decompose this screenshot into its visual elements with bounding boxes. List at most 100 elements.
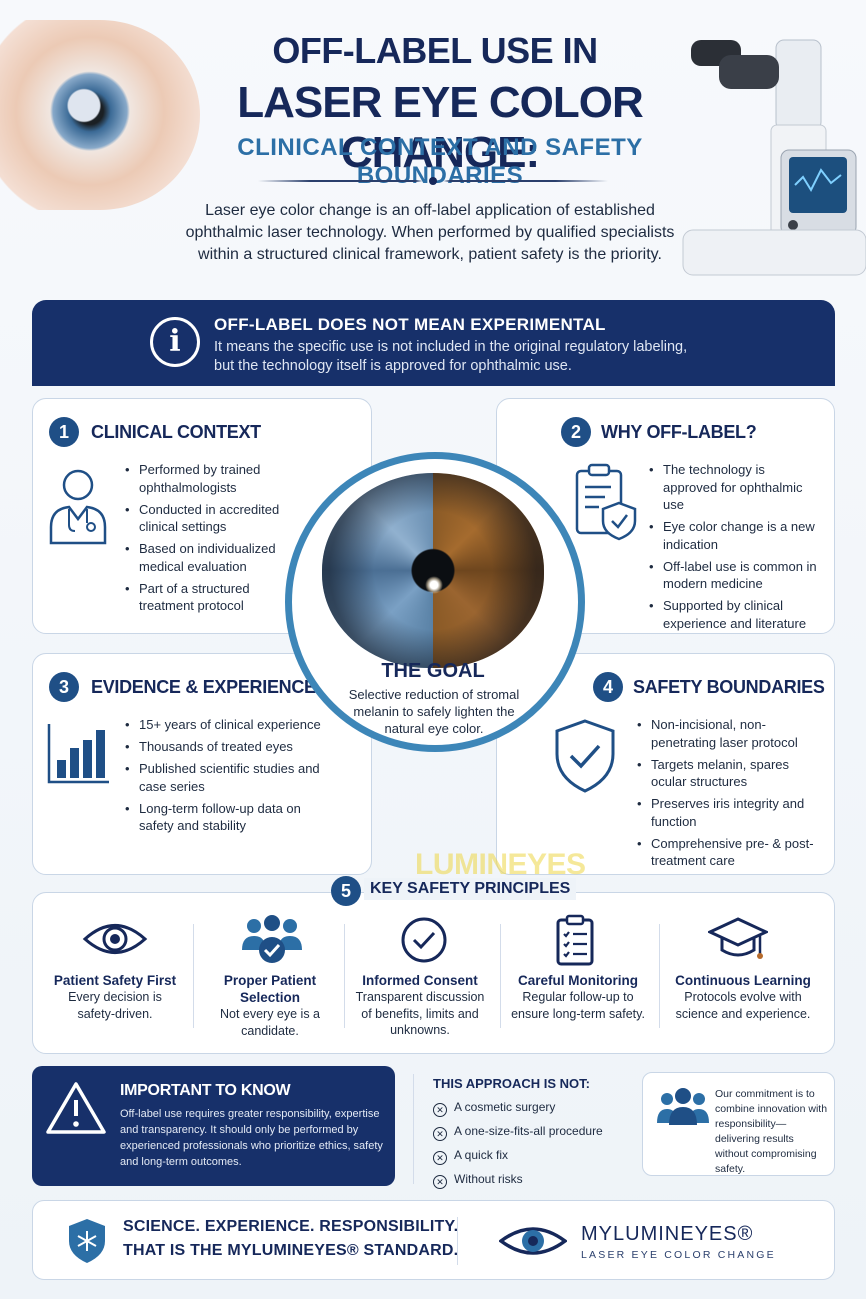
list-item: Long-term follow-up data on safety and s…	[125, 800, 325, 835]
list-item: Part of a structured treatment protocol	[125, 580, 295, 615]
laser-device-image	[682, 39, 866, 276]
list-item: ✕ A cosmetic surgery	[433, 1100, 603, 1117]
section-number: 4	[593, 672, 623, 702]
list-item-text: A cosmetic surgery	[454, 1100, 556, 1114]
x-circle-icon: ✕	[433, 1151, 447, 1165]
section-number: 1	[49, 417, 79, 447]
divider-dot	[429, 177, 437, 185]
list-item: Eye color change is a new indication	[649, 518, 819, 553]
eye-icon	[82, 924, 148, 954]
not-list-title: THIS APPROACH IS NOT:	[433, 1076, 590, 1091]
principle-title: Informed Consent	[362, 973, 478, 988]
not-list: ✕ A cosmetic surgery ✕ A one-size-fits-all…	[433, 1100, 603, 1196]
principle-careful-monitoring: Careful Monitoring Regular follow-up to …	[510, 972, 646, 1022]
separator	[457, 1217, 458, 1265]
safety-boundaries-card: 4 SAFETY BOUNDARIES Non-incisional, non-…	[496, 653, 835, 875]
principle-text: Protocols evolve with science and experi…	[675, 990, 811, 1021]
principle-text: Every decision is safety-driven.	[68, 990, 162, 1021]
footer-line-2: THAT IS THE MYLUMINEYES® STANDARD.	[123, 1242, 459, 1259]
principle-text: Not every eye is a candidate.	[219, 1007, 321, 1038]
list-item: ✕ A one-size-fits-all procedure	[433, 1124, 603, 1141]
banner-text-line-2: but the technology itself is approved fo…	[214, 358, 572, 374]
doctor-icon	[49, 469, 107, 545]
team-icon	[657, 1088, 709, 1125]
banner-text-line-1: It means the specific use is not include…	[214, 339, 688, 355]
why-list: The technology is approved for ophthalmi…	[649, 461, 819, 637]
key-principles-card	[32, 892, 835, 1054]
separator	[193, 924, 194, 1028]
brand-eye-icon	[499, 1227, 567, 1255]
goal-text: Selective reduction of stromal melanin t…	[348, 687, 520, 736]
important-title: IMPORTANT TO KNOW	[120, 1082, 291, 1099]
people-check-icon	[242, 915, 302, 963]
intro-text: Laser eye color change is an off-label a…	[185, 202, 675, 263]
warning-icon	[46, 1082, 106, 1134]
important-text: Off-label use requires greater responsib…	[120, 1108, 383, 1168]
commitment-text: Our commitment is to combine innovation …	[715, 1088, 828, 1175]
separator	[413, 1074, 414, 1184]
principle-title: Continuous Learning	[675, 973, 811, 988]
title-line-1: OFF-LABEL USE IN	[272, 30, 598, 71]
list-item: Conducted in accredited clinical setting…	[125, 501, 295, 536]
principle-informed-consent: Informed Consent Transparent discussion …	[352, 972, 488, 1039]
card-title: CLINICAL CONTEXT	[91, 422, 261, 442]
banner-text: It means the specific use is not include…	[214, 338, 687, 376]
principle-title: Careful Monitoring	[518, 973, 638, 988]
goal-title: THE GOAL	[381, 660, 485, 682]
principle-text: Transparent discussion of benefits, limi…	[355, 990, 485, 1037]
list-item-text: A one-size-fits-all procedure	[454, 1124, 603, 1138]
commitment-card: Our commitment is to combine innovation …	[642, 1072, 835, 1176]
x-circle-icon: ✕	[433, 1103, 447, 1117]
list-item: ✕ A quick fix	[433, 1148, 603, 1165]
list-item: Non-incisional, non-penetrating laser pr…	[637, 716, 827, 751]
list-item: Off-label use is common in modern medici…	[649, 558, 819, 593]
list-item: Targets melanin, spares ocular structure…	[637, 756, 827, 791]
card-title: WHY OFF-LABEL?	[601, 422, 757, 442]
principle-patient-selection: Proper Patient Selection Not every eye i…	[203, 972, 337, 1039]
hero-eye-image	[0, 20, 200, 210]
graduation-cap-icon	[708, 917, 768, 959]
list-item: Comprehensive pre- & post-treatment care	[637, 835, 827, 870]
footer-line-1: SCIENCE. EXPERIENCE. RESPONSIBILITY.	[123, 1218, 459, 1235]
list-item: The technology is approved for ophthalmi…	[649, 461, 819, 514]
principle-title: Patient Safety First	[53, 973, 177, 988]
brand-tagline: LASER EYE COLOR CHANGE	[581, 1249, 776, 1261]
section-number: 3	[49, 672, 79, 702]
list-item: Thousands of treated eyes	[125, 738, 325, 756]
section-number: 5	[331, 876, 361, 906]
clipboard-shield-icon	[575, 463, 637, 541]
list-item-text: A quick fix	[454, 1148, 509, 1162]
list-item: ✕Without risks	[433, 1172, 603, 1189]
check-circle-icon	[401, 917, 447, 963]
checklist-icon	[556, 914, 594, 966]
list-item: Supported by clinical experience and lit…	[649, 597, 819, 632]
list-item: Preserves iris integrity and function	[637, 795, 827, 830]
list-item: Published scientific studies and case se…	[125, 760, 325, 795]
banner-title: OFF-LABEL DOES NOT MEAN EXPERIMENTAL	[214, 315, 606, 334]
list-item-text: Without risks	[454, 1172, 523, 1186]
shield-star-icon	[69, 1219, 105, 1263]
brand-name: MYLUMINEYES®	[581, 1223, 754, 1245]
list-item: Based on individualized medical evaluati…	[125, 540, 295, 575]
separator	[659, 924, 660, 1028]
safety-list: Non-incisional, non-penetrating laser pr…	[637, 716, 827, 874]
card-title: EVIDENCE & EXPERIENCE	[91, 677, 316, 697]
off-label-banner: i OFF-LABEL DOES NOT MEAN EXPERIMENTAL I…	[32, 300, 835, 386]
x-circle-icon: ✕	[433, 1127, 447, 1141]
info-icon: i	[150, 317, 200, 367]
clinical-list: Performed by trained ophthalmologists Co…	[125, 461, 295, 619]
list-item: 15+ years of clinical experience	[125, 716, 325, 734]
title-line-2: LASER EYE COLOR CHANGE:	[237, 78, 644, 177]
principle-text: Regular follow-up to ensure long-term sa…	[511, 990, 645, 1021]
iris-shading	[322, 473, 544, 668]
footer: SCIENCE. EXPERIENCE. RESPONSIBILITY. THA…	[32, 1200, 835, 1280]
card-title: SAFETY BOUNDARIES	[633, 677, 825, 697]
principle-patient-safety: Patient Safety First Every decision is s…	[50, 972, 180, 1022]
important-box: IMPORTANT TO KNOW Off-label use requires…	[32, 1066, 395, 1186]
principle-continuous-learning: Continuous Learning Protocols evolve wit…	[670, 972, 816, 1022]
subtitle: CLINICAL CONTEXT AND SAFETY BOUNDARIES	[237, 134, 643, 189]
separator	[500, 924, 501, 1028]
bar-chart-icon	[47, 724, 109, 784]
principle-title: Proper Patient Selection	[223, 973, 317, 1005]
section-number: 2	[561, 417, 591, 447]
